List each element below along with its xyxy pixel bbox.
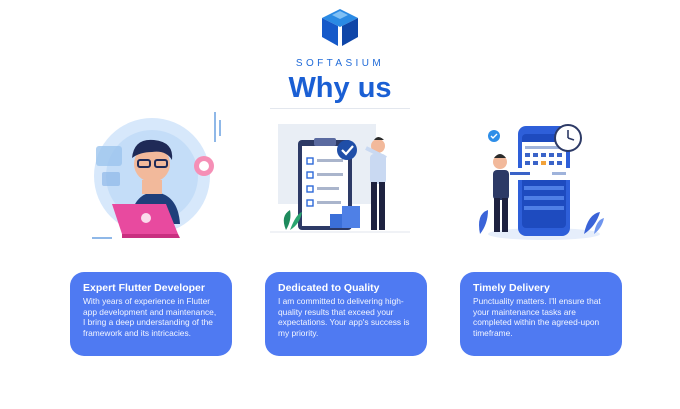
developer-laptop-illustration bbox=[92, 112, 221, 239]
brand-name: SOFTASIUM bbox=[295, 58, 385, 69]
cube-logo-icon[interactable] bbox=[318, 6, 362, 50]
feature-title: Timely Delivery bbox=[473, 282, 550, 294]
feature-card-quality: Dedicated to Quality I am committed to d… bbox=[265, 272, 427, 356]
feature-card-timely: Timely Delivery Punctuality matters. I'l… bbox=[460, 272, 622, 356]
feature-description: I am committed to delivering high-qualit… bbox=[278, 296, 410, 338]
feature-title: Dedicated to Quality bbox=[278, 282, 380, 294]
title-divider bbox=[270, 108, 410, 109]
feature-description: Punctuality matters. I'll ensure that yo… bbox=[473, 296, 601, 338]
section-title: Why us bbox=[288, 72, 392, 104]
feature-description: With years of experience in Flutter app … bbox=[83, 296, 217, 338]
feature-card-expert: Expert Flutter Developer With years of e… bbox=[70, 272, 232, 356]
feature-title: Expert Flutter Developer bbox=[83, 282, 205, 294]
calendar-phone-illustration bbox=[479, 124, 604, 240]
quality-checklist-illustration bbox=[270, 124, 410, 233]
